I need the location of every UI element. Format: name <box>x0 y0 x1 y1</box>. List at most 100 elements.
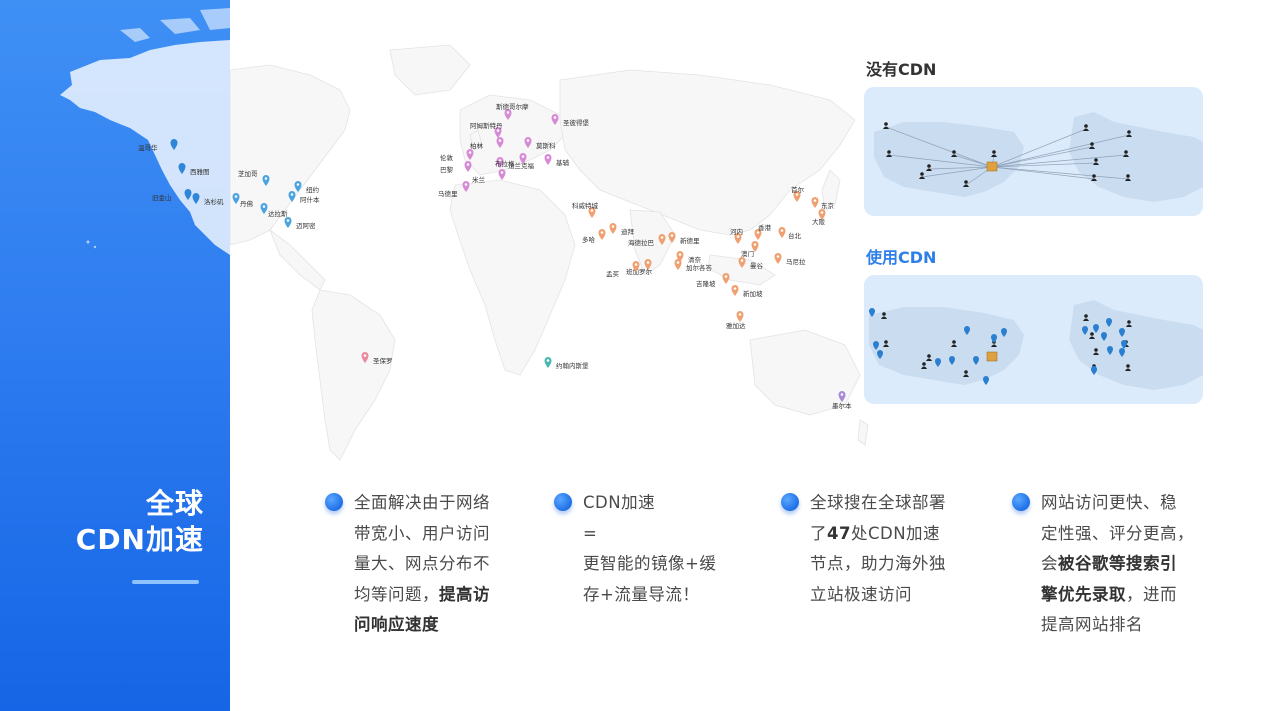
text-line: 存+流量导流！ <box>583 584 700 604</box>
map-pin-icon <box>504 109 512 120</box>
text-line: = <box>583 523 598 543</box>
origin-server-icon <box>986 161 998 172</box>
cdn-node-pin-icon <box>1119 328 1125 337</box>
cdn-node-pins <box>869 308 1127 385</box>
user-icon <box>991 150 997 157</box>
city-label: 海德拉巴 <box>628 238 655 247</box>
city-label: 米兰 <box>472 175 486 184</box>
city-pin: 米兰 <box>472 169 506 184</box>
side-panel: 温哥华西雅图旧金山洛杉矶 全球 CDN加速 <box>0 0 230 711</box>
map-pin-icon <box>178 163 186 174</box>
city-label: 阿姆斯特丹 <box>470 121 503 130</box>
city-pin: 圣保罗 <box>361 352 393 365</box>
city-label: 圣彼得堡 <box>563 118 590 127</box>
text-line: 问响应速度 <box>354 610 490 641</box>
city-label: 斯德哥尔摩 <box>496 102 529 111</box>
city-label: 澳门 <box>741 249 754 258</box>
map-pin-icon <box>192 193 200 204</box>
map-pin-icon <box>734 233 742 244</box>
city-pin: 首尔 <box>791 185 805 202</box>
city-label: 旧金山 <box>152 193 172 202</box>
text-line: CDN加速 <box>583 493 656 512</box>
city-pin: 温哥华 <box>138 139 178 152</box>
map-pin-icon <box>544 357 552 368</box>
user-icon <box>921 362 927 369</box>
map-pin-icon <box>464 161 472 172</box>
city-label: 丹佛 <box>240 199 254 208</box>
city-label: 首尔 <box>791 185 805 194</box>
city-label: 马尼拉 <box>786 257 806 266</box>
city-pin: 澳门 <box>741 241 759 258</box>
city-pin: 纽约 <box>294 181 319 194</box>
city-label: 班加罗尔 <box>626 267 653 276</box>
bullet-dot-icon <box>781 493 799 511</box>
cdn-node-pin-icon <box>869 308 875 317</box>
side-title-underline <box>132 580 199 584</box>
city-pin: 旧金山 <box>152 189 192 202</box>
cdn-node-pin-icon <box>877 350 883 359</box>
emphasis-text: 47 <box>827 523 851 543</box>
cdn-node-pin-icon <box>1001 328 1007 337</box>
cdn-node-pin-icon <box>1093 324 1099 333</box>
map-pin-icon <box>288 191 296 202</box>
user-icon <box>883 122 889 129</box>
map-pin-icon <box>496 157 504 168</box>
city-label: 墨尔本 <box>832 401 852 410</box>
city-pin: 加尔各答 <box>674 259 713 272</box>
bullet-dot-icon <box>554 493 572 511</box>
city-label: 柏林 <box>470 141 484 150</box>
map-pin-icon <box>818 209 826 220</box>
map-pin-icon <box>294 181 302 192</box>
user-icon <box>963 370 969 377</box>
text-line: 网站访问更快、稳 <box>1041 493 1177 512</box>
city-label: 河内 <box>730 227 743 236</box>
cdn-node-pin-icon <box>1119 348 1125 357</box>
city-label: 香港 <box>758 223 772 232</box>
without-cdn-map <box>874 112 1203 202</box>
map-pin-icon <box>736 311 744 322</box>
city-pin: 科威特城 <box>572 201 599 218</box>
text-line: 更智能的镜像+缓 <box>583 554 717 574</box>
city-pin: 台北 <box>778 227 802 240</box>
city-label: 基辅 <box>556 158 570 167</box>
cdn-node-pin-icon <box>983 376 989 385</box>
without-cdn-label: 没有CDN <box>866 60 937 79</box>
city-label: 西雅图 <box>190 168 210 176</box>
emphasis-text: 提高访 <box>439 584 490 604</box>
map-pin-icon <box>644 259 652 270</box>
cdn-node-pin-icon <box>1107 346 1113 355</box>
text-line: 带宽小、用户访问 <box>354 523 490 543</box>
city-pin: 大阪 <box>812 209 826 226</box>
city-label: 巴黎 <box>440 165 454 174</box>
city-pin: 丹佛 <box>232 193 254 208</box>
city-label: 台北 <box>788 231 802 240</box>
city-pin: 西雅图 <box>178 163 210 176</box>
city-label: 洛杉矶 <box>204 197 224 206</box>
map-pin-icon <box>738 257 746 268</box>
city-pin: 斯德哥尔摩 <box>496 102 529 120</box>
world-map-landmass <box>230 44 869 461</box>
map-pin-icon <box>632 261 640 272</box>
map-pin-icon <box>260 203 268 214</box>
bullet-dot-icon <box>325 493 343 511</box>
cdn-node-pin-icon <box>935 358 941 367</box>
city-label: 多哈 <box>582 235 596 244</box>
map-pin-icon <box>524 137 532 148</box>
map-pin-icon <box>494 127 502 138</box>
city-pin: 马尼拉 <box>774 253 806 266</box>
map-pin-icon <box>609 223 617 234</box>
map-pin-icon <box>496 137 504 148</box>
city-pin: 基辅 <box>544 154 570 167</box>
user-icon <box>963 180 969 187</box>
city-label: 孟买 <box>606 269 620 278</box>
city-label: 约翰内斯堡 <box>556 361 589 370</box>
city-pin: 达拉斯 <box>260 203 288 218</box>
map-pin-icon <box>184 189 192 200</box>
user-icon <box>1089 332 1095 339</box>
user-icon <box>951 340 957 347</box>
cdn-node-pin-icon <box>1121 340 1127 349</box>
city-pin: 班加罗尔 <box>626 259 653 276</box>
origin-connection-lines <box>885 126 1130 186</box>
city-label: 科威特城 <box>572 201 599 210</box>
